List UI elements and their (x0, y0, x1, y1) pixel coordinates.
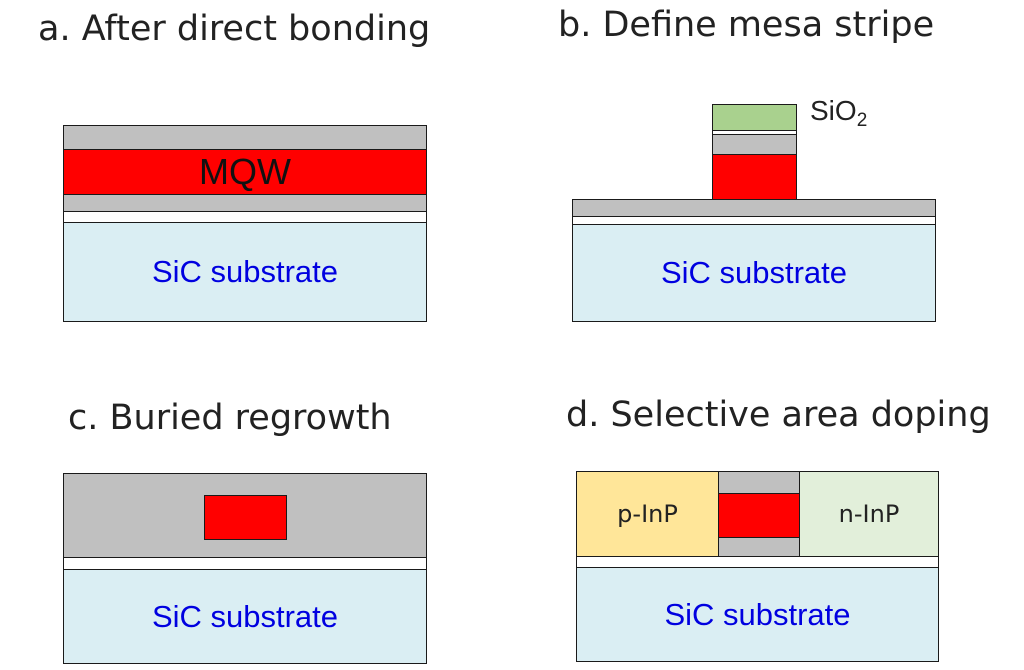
panel-b-bottom-cladding (572, 199, 936, 217)
panel-b-title: b. Define mesa stripe (558, 5, 935, 45)
panel-b-sio2-label: SiO2 (810, 95, 867, 132)
panel-d-n-inp-region (799, 471, 939, 557)
panel-a-mqw-label: MQW (199, 151, 291, 192)
panel-b-substrate (572, 224, 936, 322)
panel-d-substrate-label: SiC substrate (664, 596, 851, 632)
panel-a-substrate (63, 222, 427, 322)
panel-d-n-inp-label: n-InP (838, 500, 900, 528)
panel-d-substrate (576, 567, 939, 662)
panel-a-top-cladding (63, 125, 427, 150)
panel-d-title: d. Selective area doping (566, 395, 991, 435)
panel-a-title: a. After direct bonding (38, 9, 431, 49)
panel-c-substrate-label: SiC substrate (151, 598, 339, 634)
panel-d-p-inp-region (576, 471, 719, 557)
panel-a-bottom-cladding (63, 194, 427, 212)
panel-b-sio2-subscript: 2 (856, 110, 868, 131)
panel-b-mesa-cladding (712, 134, 797, 155)
panel-d-p-inp-label: p-InP (617, 500, 678, 528)
panel-d-center-mqw (718, 493, 800, 538)
panel-c-buried-mqw (204, 495, 287, 540)
panel-b-sio2-mask (712, 104, 797, 131)
panel-c-title: c. Buried regrowth (68, 398, 392, 438)
panel-b-mesa-mqw (712, 154, 797, 200)
panel-a-mqw-layer (63, 149, 427, 195)
panel-a-substrate-label: SiC substrate (151, 254, 339, 289)
panel-b-substrate-label: SiC substrate (660, 255, 848, 290)
panel-b-sio2-text: SiO (810, 95, 857, 126)
panel-c-substrate (63, 569, 427, 664)
